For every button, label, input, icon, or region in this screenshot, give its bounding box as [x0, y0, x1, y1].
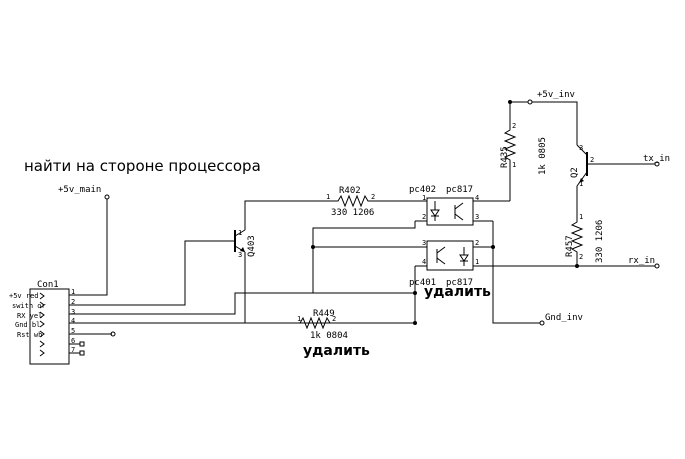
- pc401-pin: 1: [475, 258, 479, 266]
- q2-pin: 1: [579, 180, 583, 188]
- pc402-pin: 3: [475, 213, 479, 221]
- net-rx-in: rx_in: [575, 256, 660, 269]
- r449-pin: 1: [297, 315, 301, 323]
- connector-ref: Con1: [37, 280, 59, 290]
- net-tx-in: tx_in: [643, 154, 670, 167]
- connector-pin-number: 6: [71, 337, 75, 345]
- r457-pin: 1: [579, 213, 583, 221]
- q2-pin: 3: [579, 144, 583, 152]
- optocoupler-pc401: 3 4 2 1 pc401 pc817 удалить: [409, 239, 577, 300]
- net-5v-inv: +5v_inv: [508, 90, 578, 145]
- connector-pin-label: Rst wh: [17, 331, 42, 339]
- connector-body: [29, 288, 70, 365]
- q403-ref: Q403: [247, 235, 257, 257]
- pc402-pin: 4: [475, 194, 479, 202]
- pc402-pin: 2: [422, 213, 426, 221]
- net-5v-main: +5v_main: [58, 185, 110, 296]
- r457-pin: 2: [579, 253, 583, 261]
- connector-pin-number: 5: [71, 327, 75, 335]
- net-label-5v-main: +5v_main: [58, 185, 101, 195]
- q2-pin: 2: [590, 156, 594, 164]
- delete-note-r449: удалить: [303, 343, 370, 359]
- r449-ref: R449: [313, 309, 335, 319]
- connector-con1: Con1 +5v red 1 swith or 2 RX yel 3 Gnd b…: [9, 280, 75, 365]
- r457-ref: R457: [565, 235, 575, 257]
- r449-pin: 2: [332, 315, 336, 323]
- q403-pin: 3: [238, 251, 242, 259]
- r402-value: 330 1206: [331, 208, 374, 218]
- connector-pin-label: swith or: [12, 302, 46, 310]
- processor-side-note: найти на стороне процессора: [24, 157, 261, 175]
- r435-pin: 1: [512, 161, 516, 169]
- resistor-r402: R402 330 1206 1 2: [326, 186, 415, 218]
- mid-wiring: [311, 221, 427, 325]
- r457-value: 330 1206: [595, 220, 605, 263]
- resistor-r457: R457 330 1206 1 2: [565, 213, 605, 266]
- connector-pin-number: 3: [71, 308, 75, 316]
- net-label-rx-in: rx_in: [628, 256, 655, 266]
- connector-pin-label: +5v red: [9, 292, 39, 300]
- pc401-pin: 4: [422, 258, 426, 266]
- optocoupler-pc402: pc402 pc817 1 2 3 4: [409, 185, 510, 226]
- r402-pin: 1: [326, 193, 330, 201]
- resistor-r435: R435 1k 0805 2 1: [500, 102, 548, 201]
- r402-ref: R402: [339, 186, 361, 196]
- r402-pin: 2: [371, 193, 375, 201]
- net-label-5v-inv: +5v_inv: [537, 90, 575, 100]
- r435-ref: R435: [500, 146, 510, 168]
- pc401-part: pc817: [446, 278, 473, 288]
- pc402-part: pc817: [446, 185, 473, 195]
- q403-pin: 1: [238, 229, 242, 237]
- transistor-q2: Q2 3 2 1: [570, 144, 655, 215]
- connector-pin-number: 7: [71, 346, 75, 354]
- net-label-tx-in: tx_in: [643, 154, 670, 164]
- r435-pin: 2: [512, 122, 516, 130]
- delete-note-pc401: удалить: [424, 284, 491, 300]
- connector-pin-number: 1: [71, 288, 75, 296]
- net-gnd-inv: Gnd_inv: [491, 221, 583, 326]
- connector-pin-number: 2: [71, 298, 75, 306]
- connector-pin-number: 4: [71, 317, 75, 325]
- q2-ref: Q2: [570, 167, 580, 178]
- connector-pin-label: RX yel: [17, 312, 42, 320]
- pc402-ref: pc402: [409, 185, 436, 195]
- connector-pin-label: Gnd bl: [15, 321, 40, 329]
- r449-value: 1k 0804: [310, 331, 348, 341]
- transistor-q403: Q403 1 3: [228, 200, 330, 323]
- pc401-pin: 3: [422, 239, 426, 247]
- resistor-r449: R449 1k 0804 1 2 удалить: [245, 309, 414, 359]
- r435-value: 1k 0805: [538, 137, 548, 175]
- pc401-ref: pc401: [409, 278, 436, 288]
- pc402-pin: 1: [422, 194, 426, 202]
- net-label-gnd-inv: Gnd_inv: [545, 313, 583, 323]
- pc401-pin: 2: [475, 239, 479, 247]
